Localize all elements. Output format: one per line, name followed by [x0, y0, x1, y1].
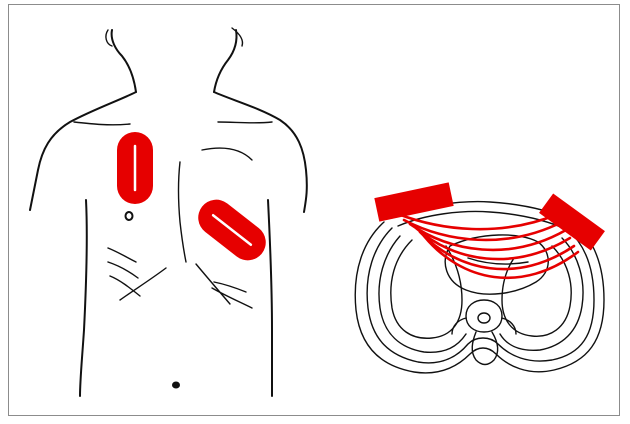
- left-rib-line-1: [108, 248, 136, 262]
- neck-left-outline: [112, 30, 136, 92]
- spinal-canal: [478, 313, 490, 323]
- neck-right-outline: [214, 30, 237, 92]
- left-rib-line-2: [108, 262, 138, 278]
- torso-figure: [30, 28, 307, 396]
- vertebral-body: [466, 300, 502, 332]
- right-shoulder-outline: [214, 92, 307, 212]
- left-arm-inner-outline: [80, 200, 87, 396]
- rib-cage-ring-outer: [379, 236, 466, 352]
- navel: [172, 382, 180, 389]
- left-transverse-process: [452, 318, 466, 334]
- sternum-line: [179, 162, 187, 262]
- left-costal-margin: [120, 268, 166, 300]
- right-transverse-process: [502, 318, 516, 334]
- left-nipple: [126, 212, 133, 220]
- right-arm-inner-outline: [268, 200, 272, 396]
- right-clavicle: [218, 122, 272, 123]
- sternal-electrode-pad: [117, 132, 153, 204]
- apical-electrode-pad: [191, 192, 273, 267]
- right-sternal-paddle: [374, 182, 453, 221]
- right-pectoral-contour: [202, 148, 252, 160]
- left-clavicle: [74, 122, 130, 125]
- left-rib-line-3: [110, 276, 140, 296]
